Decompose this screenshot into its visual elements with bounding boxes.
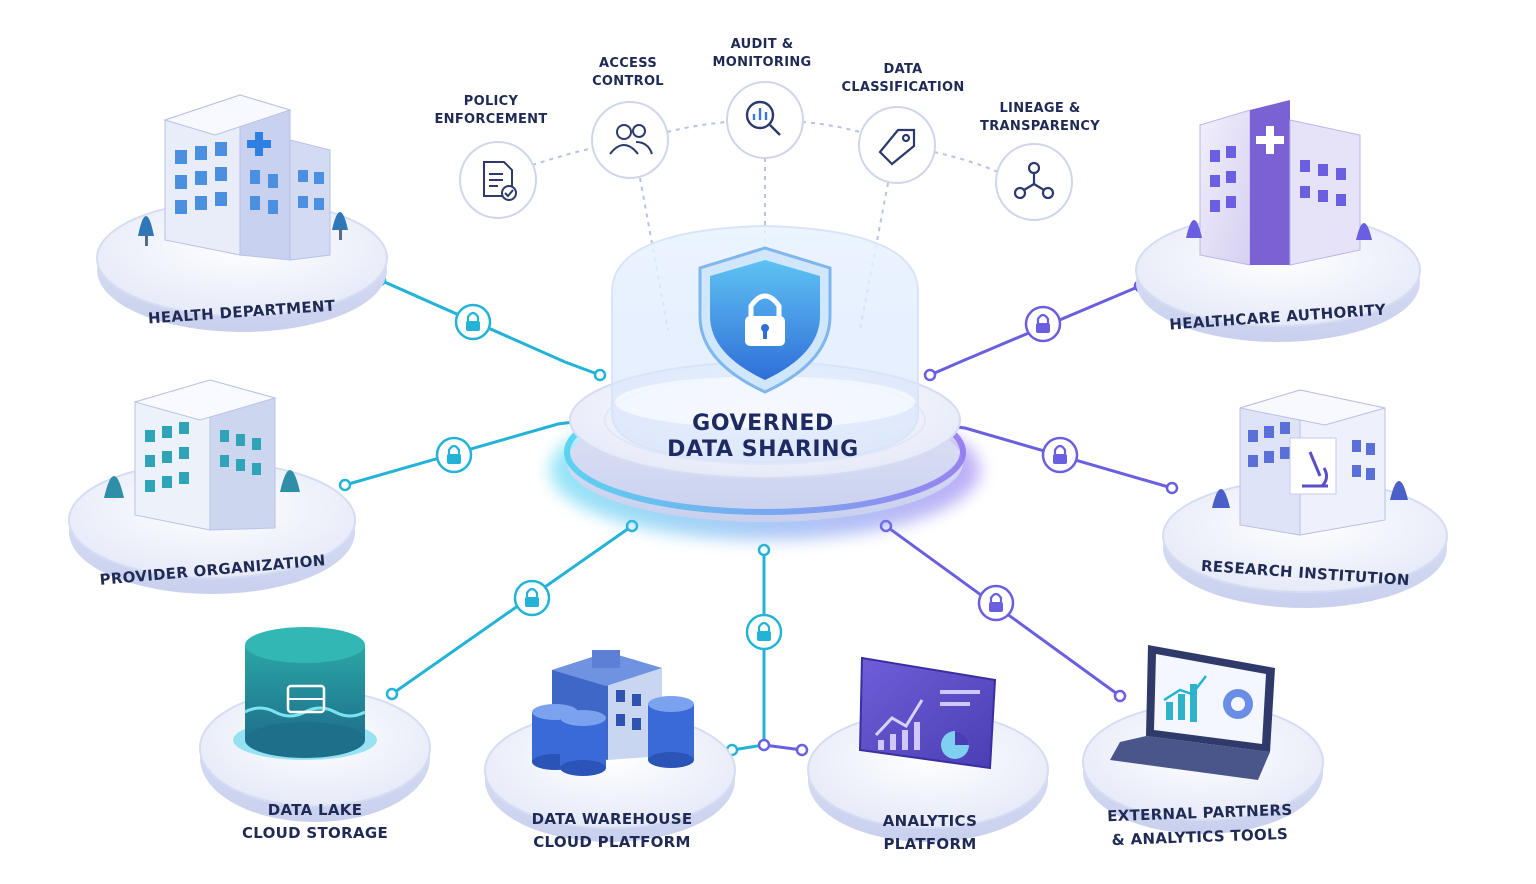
hub-title-line1: GOVERNED	[692, 411, 834, 436]
node-label-line2: & ANALYTICS TOOLS	[1111, 825, 1288, 849]
dashed-link	[667, 122, 728, 132]
node-label-line1: ANALYTICS	[883, 812, 977, 830]
capability-audit-monitoring: AUDIT & MONITORING	[712, 37, 811, 158]
laptop-chart-icon	[1110, 645, 1275, 780]
lock-icon	[1043, 438, 1077, 472]
lock-icon	[437, 438, 471, 472]
node-health-department: HEALTH DEPARTMENT	[97, 95, 387, 332]
lock-icon	[747, 615, 781, 649]
link-data-warehouse	[727, 545, 781, 755]
node-healthcare-authority: HEALTHCARE AUTHORITY	[1136, 100, 1420, 342]
analytics-dashboard-icon	[860, 658, 995, 768]
data-lake-cylinder-icon	[233, 627, 377, 760]
dashed-link	[934, 152, 998, 172]
capability-line2: ENFORCEMENT	[435, 112, 548, 127]
capability-access-control: ACCESS CONTROL	[592, 56, 668, 178]
hospital-building-icon	[138, 95, 348, 260]
capability-line1: AUDIT &	[731, 37, 794, 52]
governed-data-sharing-hub: GOVERNED DATA SHARING	[550, 226, 980, 540]
lock-icon	[456, 305, 490, 339]
capability-line2: CONTROL	[592, 74, 664, 89]
data-warehouse-icon	[532, 650, 694, 776]
dashed-link	[532, 148, 595, 165]
capability-policy-enforcement: POLICY ENFORCEMENT	[435, 94, 548, 218]
capability-line1: ACCESS	[599, 56, 657, 71]
lock-icon	[1026, 307, 1060, 341]
node-data-warehouse: DATA WAREHOUSE CLOUD PLATFORM	[485, 650, 735, 851]
capability-line2: TRANSPARENCY	[980, 119, 1100, 134]
node-data-lake: DATA LAKE CLOUD STORAGE	[200, 627, 430, 842]
node-label-line2: CLOUD STORAGE	[242, 824, 388, 842]
connector-node	[1167, 483, 1177, 493]
node-research-institution: RESEARCH INSTITUTION	[1163, 390, 1447, 608]
connector-line	[732, 550, 764, 750]
connector-node	[1115, 691, 1125, 701]
capability-line2: MONITORING	[712, 55, 811, 70]
node-external-partners: EXTERNAL PARTNERS & ANALYTICS TOOLS	[1083, 645, 1323, 849]
capability-line2: CLASSIFICATION	[841, 80, 964, 95]
link-analytics-bridge	[759, 740, 807, 755]
hospital-building-icon	[1186, 100, 1372, 265]
research-building-icon	[1212, 390, 1408, 535]
node-label-line2: CLOUD PLATFORM	[533, 833, 691, 851]
capability-line1: LINEAGE &	[999, 101, 1080, 116]
node-analytics-platform: ANALYTICS PLATFORM	[808, 658, 1048, 853]
hub-title-line2: DATA SHARING	[667, 437, 859, 462]
capability-line1: POLICY	[464, 94, 519, 109]
connector-node	[387, 689, 397, 699]
lock-icon	[515, 581, 549, 615]
link-health-department	[375, 275, 605, 380]
capability-line1: DATA	[884, 62, 923, 77]
capability-data-classification: DATA CLASSIFICATION	[841, 62, 964, 183]
lock-icon	[979, 586, 1013, 620]
connector-node	[759, 545, 769, 555]
node-label-line2: PLATFORM	[883, 835, 976, 853]
connector-node	[595, 370, 605, 380]
node-label-line1: DATA WAREHOUSE	[532, 810, 693, 828]
capability-lineage-transparency: LINEAGE & TRANSPARENCY	[980, 101, 1100, 220]
dashed-link	[802, 122, 860, 132]
connector-node	[759, 740, 769, 750]
node-label-line1: DATA LAKE	[268, 801, 363, 819]
connector-node	[340, 480, 350, 490]
node-provider-organization: PROVIDER ORGANIZATION	[69, 380, 355, 594]
connector-node	[925, 370, 935, 380]
link-healthcare-authority	[925, 281, 1145, 380]
connector-node	[797, 745, 807, 755]
